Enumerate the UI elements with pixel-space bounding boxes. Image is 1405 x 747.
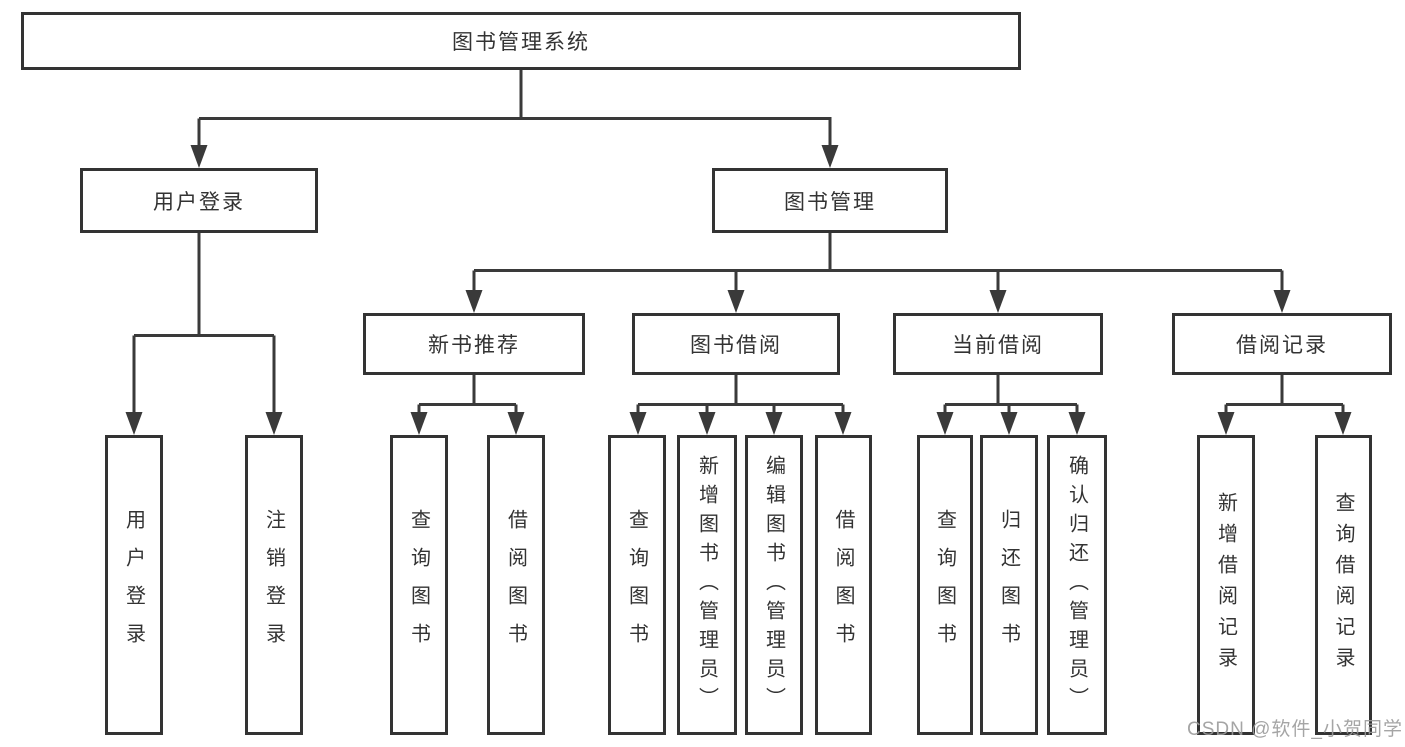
node-root: 图书管理系统	[21, 12, 1021, 70]
node-label: 确认归还（管理员）	[1065, 454, 1088, 716]
node-label: 图书借阅	[690, 334, 782, 357]
node-leaf-user-login: 用户登录	[105, 435, 163, 735]
node-leaf-query-books-recommend: 查询图书	[390, 435, 448, 735]
node-leaf-return-book: 归还图书	[980, 435, 1038, 735]
node-user-login: 用户登录	[80, 168, 318, 233]
node-leaf-query-books-borrow: 查询图书	[608, 435, 666, 735]
node-label: 用户登录	[122, 509, 145, 661]
node-leaf-confirm-return-admin: 确认归还（管理员）	[1047, 435, 1107, 735]
node-label: 当前借阅	[952, 334, 1044, 357]
connector-records-to-leaves	[1217, 375, 1352, 435]
node-label: 用户登录	[153, 190, 245, 214]
node-leaf-query-books-current: 查询图书	[917, 435, 973, 735]
node-leaf-borrow-books: 借阅图书	[815, 435, 872, 735]
connector-login-to-leaves	[125, 233, 283, 435]
node-label: 查询图书	[625, 509, 648, 661]
node-borrow-records: 借阅记录	[1172, 313, 1392, 375]
node-label: 注销登录	[262, 509, 285, 661]
node-label: 借阅图书	[504, 509, 527, 661]
node-leaf-query-borrow-record: 查询借阅记录	[1315, 435, 1372, 735]
node-label: 查询借阅记录	[1332, 492, 1354, 678]
node-label: 编辑图书（管理员）	[762, 454, 785, 716]
node-label: 新增借阅记录	[1214, 492, 1237, 678]
node-label: 借阅记录	[1236, 334, 1328, 357]
node-label: 新书推荐	[428, 334, 520, 357]
node-new-book-recommend: 新书推荐	[363, 313, 585, 375]
connector-current-to-leaves	[936, 375, 1086, 435]
watermark: CSDN @软件_小贺同学	[1187, 719, 1403, 740]
node-leaf-borrow-books-recommend: 借阅图书	[487, 435, 545, 735]
node-label: 归还图书	[997, 509, 1020, 661]
connector-root-to-level2	[190, 70, 839, 168]
connector-mgmt-to-level3	[465, 233, 1291, 313]
node-leaf-logout: 注销登录	[245, 435, 303, 735]
node-label: 图书管理系统	[452, 31, 590, 54]
node-leaf-add-book-admin: 新增图书（管理员）	[677, 435, 737, 735]
node-book-borrow: 图书借阅	[632, 313, 840, 375]
node-label: 查询图书	[933, 509, 956, 661]
node-book-management: 图书管理	[712, 168, 948, 233]
connector-borrow-to-leaves	[629, 375, 852, 435]
node-leaf-add-borrow-record: 新增借阅记录	[1197, 435, 1255, 735]
node-current-borrow: 当前借阅	[893, 313, 1103, 375]
node-label: 借阅图书	[832, 509, 854, 661]
node-label: 查询图书	[407, 509, 430, 661]
connector-newbook-to-leaves	[410, 375, 525, 435]
node-label: 图书管理	[784, 190, 876, 214]
node-label: 新增图书（管理员）	[695, 454, 718, 716]
node-leaf-edit-book-admin: 编辑图书（管理员）	[745, 435, 803, 735]
